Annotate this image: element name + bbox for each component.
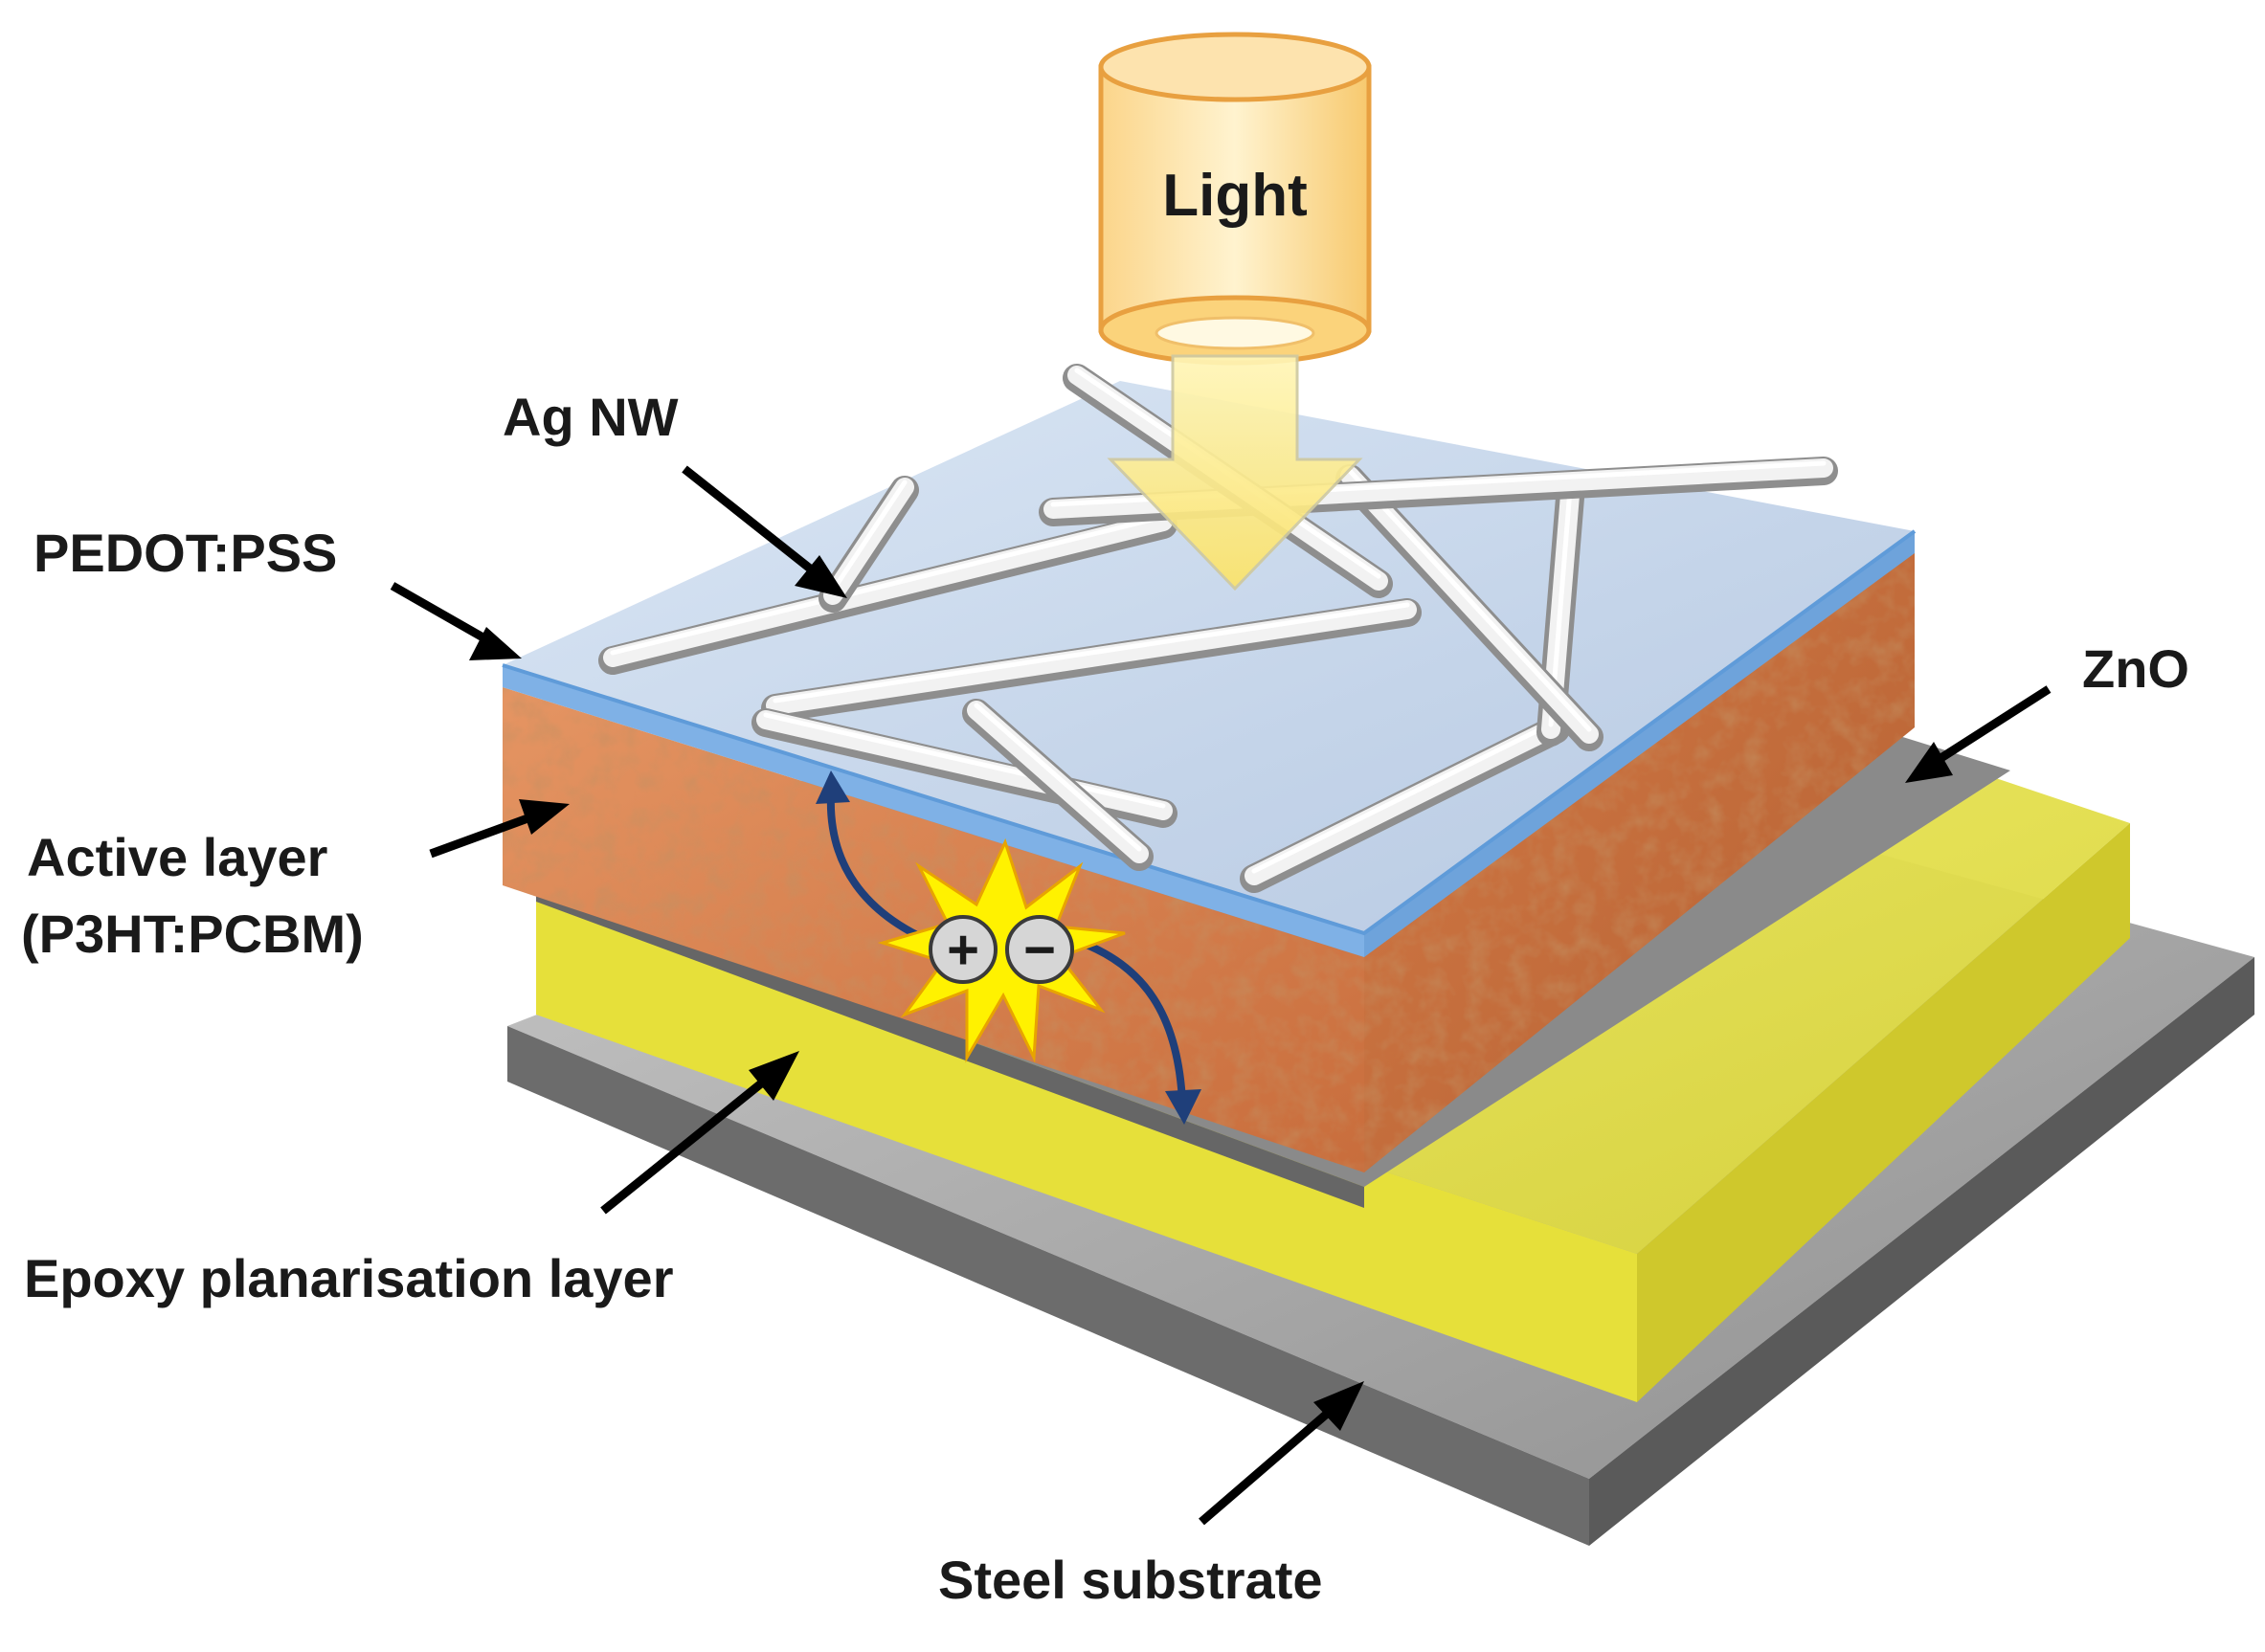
- ag-nanowire-highlight: [1347, 468, 1592, 732]
- ag-nanowire: [603, 512, 1173, 667]
- ag-nanowire-highlight: [610, 514, 1166, 656]
- epoxy-pointer-arrow: [600, 1051, 799, 1215]
- hole-charge-icon: [929, 915, 998, 984]
- ag-nanowire-highlight: [830, 480, 908, 593]
- ag-nanowire: [766, 600, 1417, 715]
- ag-nw-label: Ag NW: [503, 387, 679, 447]
- ag-nanowire: [756, 710, 1173, 820]
- light-label: Light: [1162, 163, 1308, 229]
- ag-nanowire: [823, 478, 914, 605]
- electron-charge-icon: [1005, 915, 1074, 984]
- ag-nanowire: [967, 701, 1149, 863]
- active-layer-label-line1: Active layer: [27, 827, 327, 887]
- light-source-cylinder: [1098, 32, 1372, 366]
- pedot-pss-pointer-arrow: [390, 582, 522, 660]
- active-layer-label-line2: (P3HT:PCBM): [21, 904, 364, 964]
- steel-label: Steel substrate: [938, 1550, 1323, 1610]
- zno-pointer-arrow: [1905, 685, 2052, 783]
- ag-nanowire-highlight: [974, 703, 1142, 852]
- charge-separation-arrows: [816, 770, 1201, 1125]
- light-beam-arrow: [1107, 354, 1363, 592]
- ag-nanowire: [1340, 466, 1599, 744]
- electron-charge-sign: −: [1023, 919, 1056, 981]
- hole-charge-sign: +: [947, 919, 979, 981]
- pedot-pss-label: PEDOT:PSS: [34, 523, 337, 583]
- epoxy-label: Epoxy planarisation layer: [24, 1248, 673, 1308]
- ag-nanowire: [1245, 717, 1565, 885]
- steel-pointer-arrow: [1199, 1381, 1364, 1526]
- ag-nw-pointer-arrow: [682, 465, 847, 598]
- ag-nanowire-highlight: [763, 712, 1166, 809]
- zno-label: ZnO: [2082, 638, 2189, 699]
- ag-nanowire-highlight: [773, 602, 1410, 703]
- active-layer-pointer-arrow: [429, 799, 570, 859]
- ag-nanowire-highlight: [1251, 719, 1559, 874]
